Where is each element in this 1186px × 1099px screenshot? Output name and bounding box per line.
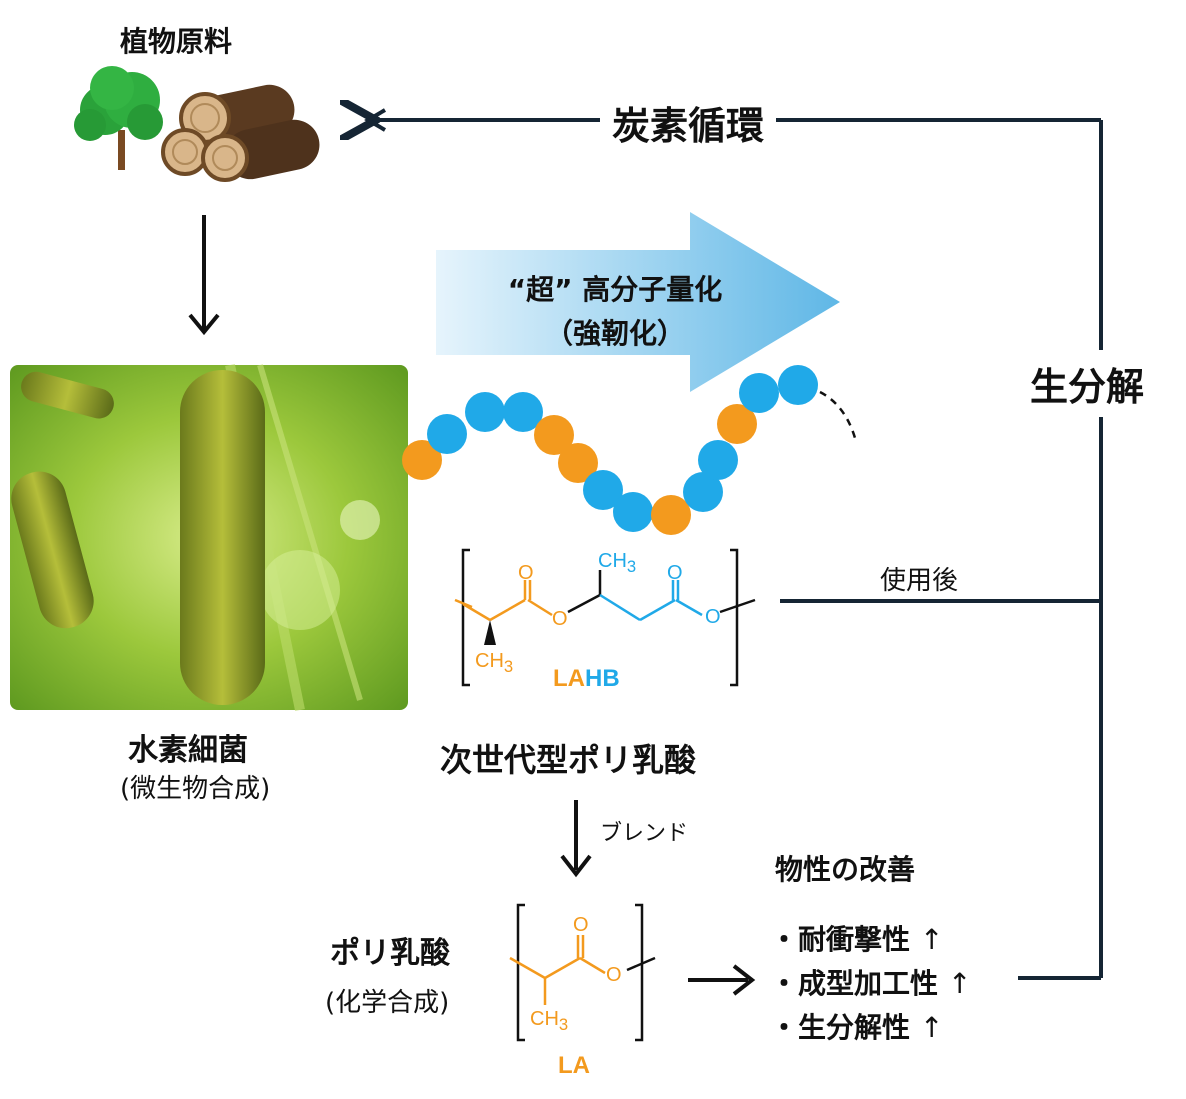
polymer-chain bbox=[402, 365, 818, 535]
pla-ch3: CH3 bbox=[530, 1008, 569, 1034]
lahb-oxygen-4: O bbox=[705, 606, 721, 628]
pla-label: ポリ乳酸 bbox=[330, 936, 450, 971]
microbial-synthesis-label: (微生物合成) bbox=[120, 774, 271, 804]
super-high-molecular-arrow bbox=[436, 212, 840, 392]
lahb-oxygen-2: O bbox=[552, 608, 568, 630]
pla-oxygen-2: O bbox=[606, 964, 622, 986]
pla-oxygen-1: O bbox=[573, 914, 589, 936]
toughening-label: （強靭化） bbox=[544, 317, 685, 350]
tree-icon bbox=[74, 66, 163, 170]
pla-structure bbox=[509, 903, 656, 1042]
property-moldability: ・成型加工性 bbox=[770, 967, 939, 1000]
up-arrow-icon: ↑ bbox=[948, 967, 972, 1000]
next-gen-pla-label: 次世代型ポリ乳酸 bbox=[440, 741, 697, 779]
lahb-ch3-blue: CH3 bbox=[598, 550, 637, 576]
up-arrow-icon: ↑ bbox=[920, 923, 944, 956]
hydrogen-bacteria-image bbox=[10, 364, 408, 711]
property-item: ・成型加工性 ↑ bbox=[770, 962, 971, 1002]
lahb-structure bbox=[454, 548, 756, 687]
property-item: ・生分解性 ↑ bbox=[770, 1006, 943, 1046]
property-biodegradability: ・生分解性 bbox=[770, 1011, 911, 1044]
lahb-oxygen-3: O bbox=[667, 562, 683, 584]
after-use-label: 使用後 bbox=[880, 566, 959, 596]
carbon-cycle-label: 炭素循環 bbox=[600, 95, 777, 150]
logs-icon bbox=[161, 84, 320, 182]
hydrogen-bacteria-label: 水素細菌 bbox=[128, 733, 248, 768]
biodegradation-label: 生分解 bbox=[1030, 350, 1145, 417]
lahb-ch3-orange: CH3 bbox=[475, 650, 514, 676]
property-item: ・耐衝撃性 ↑ bbox=[770, 918, 943, 958]
property-improvement-title: 物性の改善 bbox=[775, 853, 916, 886]
down-arrow-icon bbox=[188, 215, 220, 336]
left-arrow-icon bbox=[364, 108, 387, 132]
up-arrow-icon: ↑ bbox=[920, 1011, 944, 1044]
super-high-molecular-label: “超” 高分子量化 bbox=[507, 273, 723, 306]
right-arrow-icon bbox=[688, 964, 756, 996]
blend-label: ブレンド bbox=[600, 821, 689, 846]
property-impact-resistance: ・耐衝撃性 bbox=[770, 923, 911, 956]
chemical-synthesis-label: (化学合成) bbox=[325, 988, 450, 1018]
lahb-label: LAHB bbox=[553, 665, 620, 692]
blend-down-arrow bbox=[560, 800, 592, 878]
lahb-oxygen-1: O bbox=[518, 562, 534, 584]
pla-unit-label: LA bbox=[558, 1052, 590, 1079]
plant-raw-material-label: 植物原料 bbox=[120, 25, 233, 58]
polymer-tail bbox=[819, 390, 857, 439]
